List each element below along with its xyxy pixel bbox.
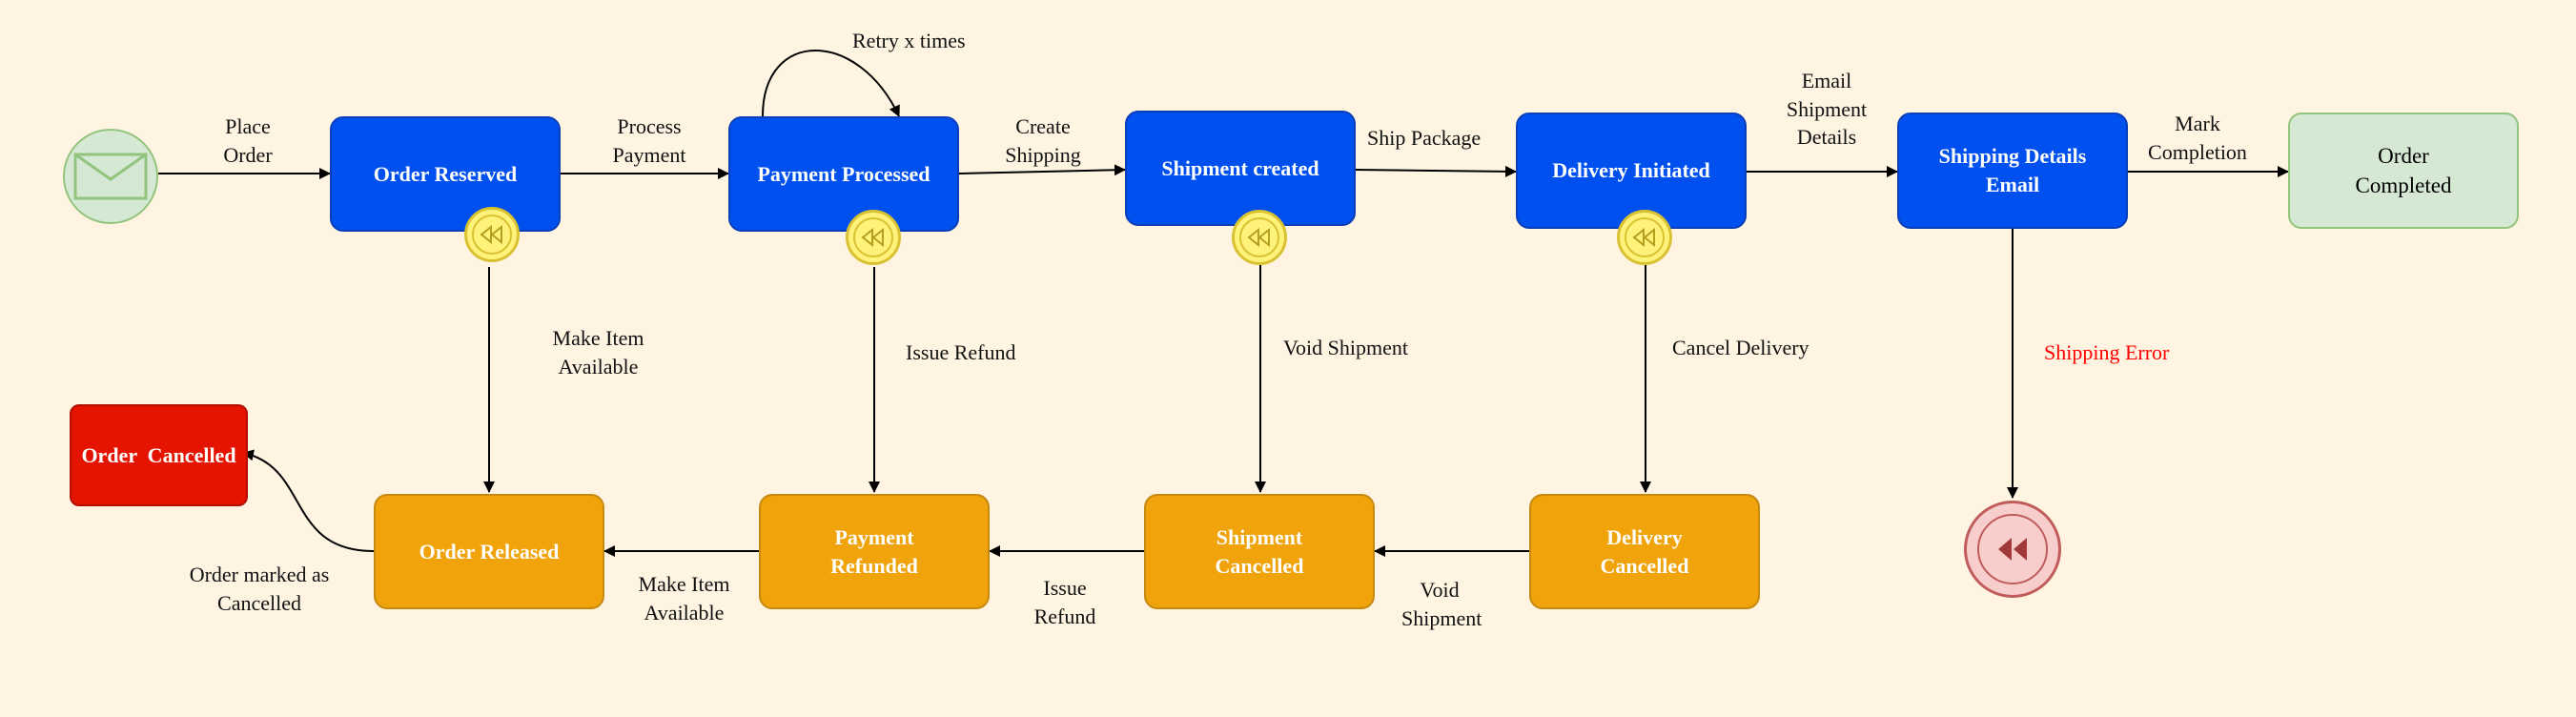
edge-label-retry: Retry x times: [852, 29, 966, 52]
rewind-icon: [1625, 217, 1665, 257]
node-label: Order Released: [419, 539, 560, 563]
edge-label-order-marked-cancelled: Order marked as Cancelled: [189, 563, 330, 615]
node-label: Order Completed: [2355, 143, 2452, 197]
node-label: Payment Processed: [757, 161, 930, 186]
start-event: [63, 129, 158, 224]
rewind-icon: [853, 217, 893, 257]
node-label: Order Cancelled: [81, 442, 236, 467]
node-shipment-created[interactable]: Shipment created: [1125, 111, 1356, 226]
edge-label-issue-refund-up: Issue Refund: [906, 340, 1016, 364]
error-end-event: [1964, 501, 2061, 598]
rewind-icon: [1977, 514, 2048, 584]
edge-label-make-item-available-low: Make Item Available: [638, 572, 730, 625]
edge-create-shipping: [958, 164, 1126, 176]
edge-ship-package: [1354, 165, 1517, 177]
edge-label-issue-refund-low: Issue Refund: [1033, 576, 1096, 628]
node-delivery-cancelled[interactable]: Delivery Cancelled: [1529, 494, 1760, 609]
node-label: Delivery Cancelled: [1600, 524, 1689, 578]
node-label: Shipment created: [1161, 155, 1319, 180]
node-delivery-initiated[interactable]: Delivery Initiated: [1516, 113, 1747, 229]
edge-label-ship-package: Ship Package: [1367, 126, 1482, 150]
edge-label-place-order: Place Order: [223, 114, 273, 167]
compensation-event: [1232, 210, 1287, 265]
edge-label-email-details: Email Shipment Details: [1786, 69, 1868, 150]
envelope-icon: [73, 153, 148, 200]
node-shipping-details-email[interactable]: Shipping Details Email: [1897, 113, 2128, 229]
node-label: Shipment Cancelled: [1215, 524, 1304, 578]
rewind-icon: [472, 215, 512, 255]
node-order-reserved[interactable]: Order Reserved: [330, 116, 561, 232]
node-order-cancelled[interactable]: Order Cancelled: [70, 404, 248, 506]
node-payment-processed[interactable]: Payment Processed: [728, 116, 959, 232]
edge-label-create-shipping: Create Shipping: [1005, 114, 1081, 167]
compensation-event: [1617, 210, 1672, 265]
edge-label-make-item-available-up: Make Item Available: [552, 326, 644, 379]
edge-label-process-payment: Process Payment: [612, 114, 686, 167]
edge-order-cancelled: [242, 449, 375, 552]
compensation-event: [846, 210, 901, 265]
node-label: Delivery Initiated: [1552, 158, 1710, 183]
edge-retry: [762, 50, 900, 117]
rewind-icon: [1239, 217, 1279, 257]
edge-label-void-shipment-low: Void Shipment: [1401, 578, 1482, 630]
node-order-released[interactable]: Order Released: [374, 494, 604, 609]
edge-label-cancel-delivery: Cancel Delivery: [1672, 336, 1809, 359]
node-label: Order Reserved: [373, 161, 518, 186]
node-order-completed[interactable]: Order Completed: [2288, 113, 2519, 229]
compensation-event: [464, 207, 520, 262]
node-label: Shipping Details Email: [1938, 144, 2087, 196]
node-label: Payment Refunded: [830, 524, 918, 578]
edge-label-void-shipment-up: Void Shipment: [1283, 336, 1409, 359]
node-shipment-cancelled[interactable]: Shipment Cancelled: [1144, 494, 1375, 609]
edge-label-shipping-error: Shipping Error: [2044, 340, 2170, 364]
node-payment-refunded[interactable]: Payment Refunded: [759, 494, 990, 609]
edge-label-mark-completion: Mark Completion: [2148, 112, 2247, 164]
